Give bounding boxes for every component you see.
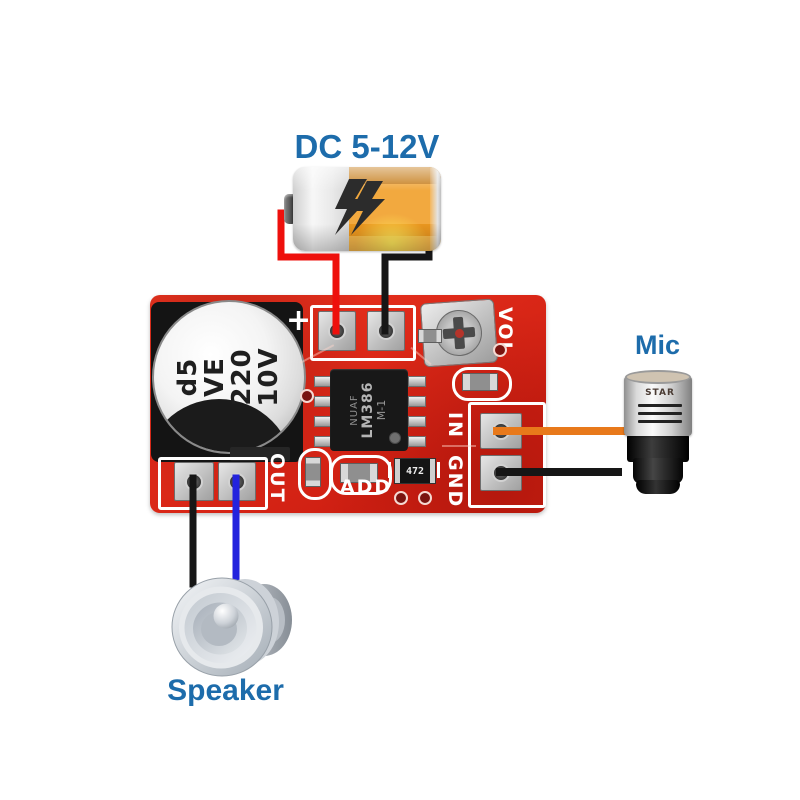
smd-resistor [418, 329, 442, 343]
mic-brand-text: STAR [645, 388, 675, 398]
output-pads-outline [158, 457, 268, 510]
power-supply-label: DC 5-12V [294, 128, 440, 165]
lightning-bolt-icon [335, 179, 385, 235]
mic-top-mesh [625, 370, 691, 384]
ic-pin1-dot [389, 432, 401, 444]
via [418, 491, 432, 505]
via [394, 491, 408, 505]
power-pads-outline [310, 305, 416, 361]
mic-label: Mic [634, 330, 680, 360]
add-silkscreen: ADD [339, 476, 393, 498]
speaker-label: Speaker [167, 674, 284, 707]
amplifier-board: d5 VE 220 10V + VOL [150, 295, 546, 513]
resistor-472: 472 [394, 458, 436, 484]
smd-capacitor [305, 457, 321, 487]
pcb-trace [442, 445, 476, 447]
speaker-icon [171, 577, 292, 677]
mic-pads-outline [468, 402, 546, 508]
smd-outline [452, 367, 512, 401]
battery-icon [284, 167, 441, 251]
plus-silkscreen: + [286, 303, 312, 338]
via [300, 389, 314, 403]
smd-resistor [340, 463, 378, 483]
via [493, 343, 507, 357]
lm386-ic: NUAF LM386 M-1 [330, 369, 408, 451]
microphone-icon: STAR [600, 360, 710, 510]
smd-resistor [462, 373, 498, 391]
electrolytic-capacitor: d5 VE 220 10V [152, 300, 306, 454]
